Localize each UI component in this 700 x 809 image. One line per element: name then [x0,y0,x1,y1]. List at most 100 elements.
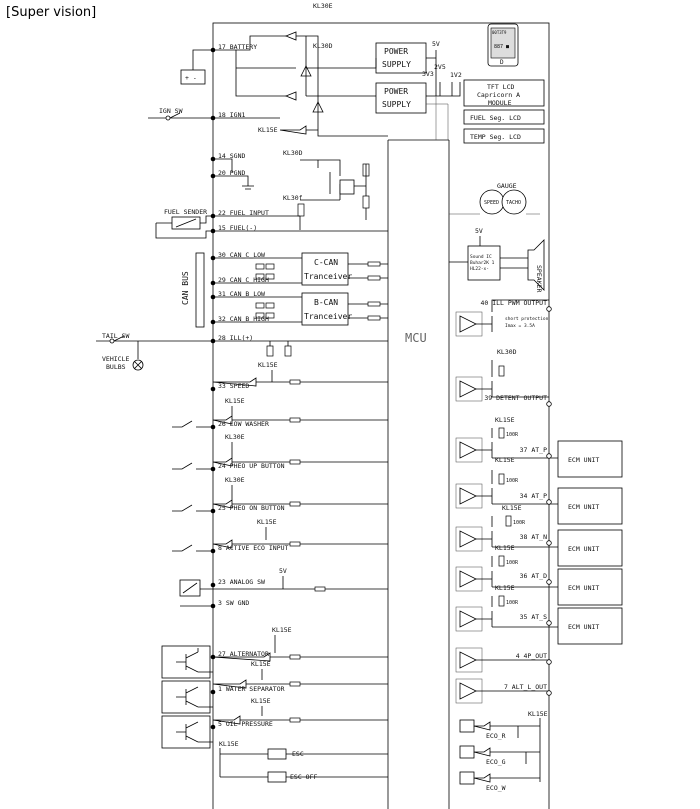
at-n-resistor-value: 100R [513,520,526,526]
tft-lcd-line2: Capricorn A [477,91,520,99]
sound-ic-line1: Sound IC [470,254,492,260]
kl-label-3: KL30D [283,149,303,157]
left-pin-label-12: 26 LOW WASHER [218,420,269,428]
left-pin-label-7: 29 CAN_C_HIGH [218,276,269,284]
tft-lcd-module [463,79,545,107]
b-can-tranceiver-label: Tranceiver [304,312,352,321]
left-pin-dot-8 [210,294,216,300]
left-pin-label-16: 23 ANALOG SW [218,578,265,586]
ecm-unit-1 [557,440,623,478]
right-output-label-4: 38 AT_N [520,533,547,541]
left-pin-dot-20 [210,724,216,730]
oil-pressure-transistor [176,721,213,743]
sound-ic [467,245,501,281]
left-pin-label-4: 22 FUEL INPUT [218,209,269,217]
low-washer-channel [212,406,388,425]
right-output-label-7: 4 4P_OUT [516,652,547,660]
tft-lcd-line3: MODULE [488,99,512,107]
oil-pressure-channel [212,706,388,725]
pheo-on-resistor [289,501,301,507]
sensor-box [339,179,355,195]
power-supply-2 [375,82,427,114]
left-pin-dot-19 [210,689,216,695]
kl-label-15: KL15E [495,416,515,424]
at-d-resistor [498,555,505,567]
speed-channel [212,370,388,387]
active-eco-channel [212,527,388,549]
right-output-label-0: 40 ILL PWM OUTPUT [480,299,547,307]
water-separator-resistor [289,681,301,687]
kl30-sensor-wires [299,164,367,230]
pheo-up-resistor [289,459,301,465]
short-protection-line1: short protection [505,316,549,322]
left-pin-dot-14 [210,508,216,514]
can-bus-label: CAN BUS [181,271,190,305]
can-choke-4 [265,273,275,280]
cluster-outline [212,22,550,809]
short-protection-line2: Imax = 3.5A [505,323,535,329]
left-pin-label-0: 17 BATTERY [218,43,257,51]
can-resistor-3 [367,301,381,307]
right-output-label-5: 36 AT_D [520,572,547,580]
speaker-label: SPEAKER [535,265,543,292]
voltage-2v5: 2V5 [434,63,446,71]
vehicle-bulbs-line2: BULBS [106,363,126,371]
right-output-label-8: 7 ALT_L_OUT [504,683,547,691]
active-eco-switch [172,544,213,552]
at-p37-resistor [498,427,505,439]
analog-sw-channel [213,576,388,590]
ecm-unit-4 [557,568,623,606]
kl30-resistor-3 [297,203,305,217]
sound-ic-line3: HL22-x- [470,266,489,272]
ecm-unit-5-label: ECM UNIT [568,623,599,631]
pheo-up-switch [172,462,213,470]
ecm-unit-3 [557,529,623,567]
alternator-transistor [176,648,213,673]
driver-wires [476,299,549,628]
can-resistor-2 [367,275,381,281]
ill-resistor-2 [284,345,292,357]
at-p34-resistor [498,473,505,485]
pheo-on-channel [212,485,388,509]
left-pin-label-14: 25 PHEO ON BUTTON [218,504,285,512]
left-pin-dot-17 [210,603,216,609]
left-pin-dot-2 [210,156,216,162]
active-eco-resistor [289,541,301,547]
ecm-unit-4-label: ECM UNIT [568,584,599,592]
output-drivers: 100R 100R 100R 100R 100R [455,299,549,704]
diagram-title: [Super vision] [6,5,97,20]
left-pin-dot-10 [210,338,216,344]
pheo-up-channel [212,442,388,467]
kl-label-1: KL30D [313,42,333,50]
b-can-label: B-CAN [314,298,338,307]
tail-sw-contact [109,338,115,344]
display-inset-mid: 887 ■ [494,44,509,50]
supply-to-mcu [426,96,449,140]
ground-wires [213,158,254,190]
tft-lcd-line1: TFT LCD [487,83,514,91]
speed-gauge-label: SPEED [484,200,499,206]
can-choke-5 [255,302,265,309]
can-choke-7 [255,312,265,319]
kl-label-6: KL15E [225,397,245,405]
left-pin-dot-16 [210,582,216,588]
power-supply-1-line2: SUPPLY [382,60,411,69]
voltage-5v: 5V [432,40,440,48]
analog-5v-label: 5V [279,567,287,575]
power-supply-2-line1: POWER [384,87,408,96]
left-pin-dot-4 [210,213,216,219]
analog-sw-symbol [182,582,213,594]
kl-label-0: KL30E [313,2,333,10]
temp-seg-lcd-label: TEMP Seg. LCD [470,133,521,141]
ecm-unit-2-label: ECM UNIT [568,503,599,511]
battery-wire [192,49,213,70]
power-supply-1 [375,42,427,74]
left-pin-dot-12 [210,424,216,430]
mcu-label: MCU [405,331,427,345]
left-pin-dot-9 [210,319,216,325]
vehicle-bulb-cross [134,361,142,369]
c-can-label: C-CAN [314,258,338,267]
pheo-on-switch [172,504,213,512]
can-choke-2 [265,263,275,270]
